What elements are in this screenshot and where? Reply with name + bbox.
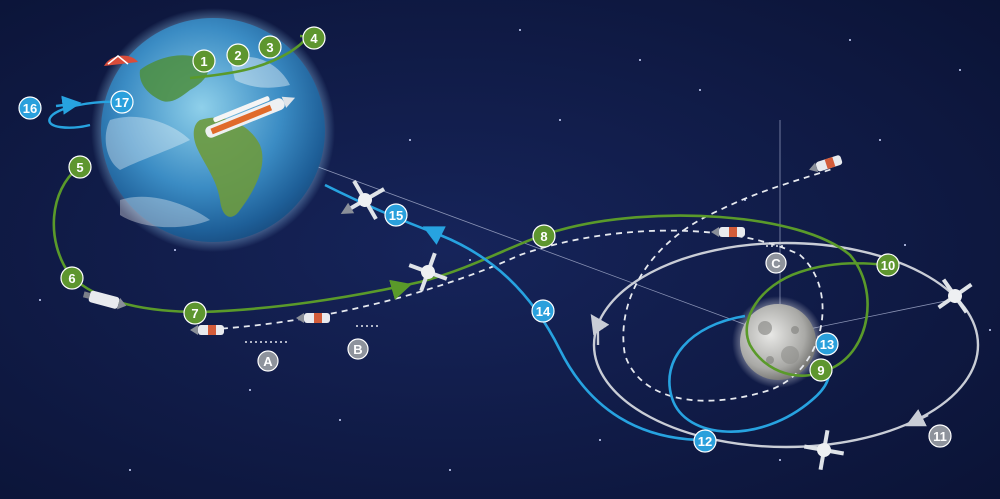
svg-text:5: 5 <box>76 160 83 175</box>
spacecraft-icon <box>340 179 386 221</box>
green-outbound-path <box>52 166 886 377</box>
svg-text:2: 2 <box>234 48 241 63</box>
step-marker-15: 15 <box>384 203 408 227</box>
spacecraft-icon <box>190 325 224 335</box>
spacecraft-icon <box>82 290 127 310</box>
spacecraft-icon <box>408 252 448 292</box>
svg-text:17: 17 <box>115 95 129 110</box>
step-marker-4: 4 <box>302 26 326 50</box>
lunar-orbit-path <box>592 241 980 449</box>
step-marker-9: 9 <box>809 358 833 382</box>
step-marker-8: 8 <box>532 224 556 248</box>
svg-text:12: 12 <box>698 434 712 449</box>
spacecraft-icon <box>296 313 330 323</box>
step-marker-3: 3 <box>258 35 282 59</box>
step-marker-6: 6 <box>60 266 84 290</box>
svg-text:4: 4 <box>310 31 318 46</box>
step-marker-10: 10 <box>876 253 900 277</box>
blue-reentry-loop <box>48 100 126 129</box>
svg-text:13: 13 <box>820 337 834 352</box>
svg-text:14: 14 <box>536 304 551 319</box>
step-marker-13: 13 <box>815 332 839 356</box>
svg-text:8: 8 <box>540 229 547 244</box>
event-tick-marks <box>245 245 786 343</box>
blue-lunar-loop-path <box>668 314 831 433</box>
svg-text:15: 15 <box>389 208 403 223</box>
svg-text:11: 11 <box>933 429 947 444</box>
step-marker-14: 14 <box>531 299 555 323</box>
step-marker-17: 17 <box>110 90 134 114</box>
step-marker-11: 11 <box>928 424 952 448</box>
svg-text:6: 6 <box>68 271 75 286</box>
blue-reentry-arrow <box>55 95 82 115</box>
blue-path-arrow <box>422 226 446 245</box>
svg-text:9: 9 <box>817 363 824 378</box>
step-marker-7: 7 <box>183 301 207 325</box>
spacecraft-icon <box>937 278 973 314</box>
svg-text:3: 3 <box>266 40 273 55</box>
spacecraft-icon <box>809 155 843 173</box>
point-marker-c: C <box>765 252 787 274</box>
parachute-icon <box>104 55 138 66</box>
svg-text:16: 16 <box>23 101 37 116</box>
spacecraft-icon <box>803 429 845 471</box>
svg-text:7: 7 <box>191 306 198 321</box>
point-marker-a: A <box>257 350 279 372</box>
step-marker-16: 16 <box>18 96 42 120</box>
svg-text:C: C <box>771 256 781 271</box>
point-marker-b: B <box>347 338 369 360</box>
dashed-trajectory <box>199 167 836 402</box>
svg-text:1: 1 <box>200 54 207 69</box>
step-marker-1: 1 <box>192 49 216 73</box>
lunar-orbit-arrow-lower <box>905 409 929 427</box>
green-path-arrow <box>389 279 412 300</box>
earth-moon-guide-line <box>244 139 761 331</box>
svg-text:B: B <box>353 342 362 357</box>
moon-icon <box>740 304 816 380</box>
step-marker-2: 2 <box>226 43 250 67</box>
svg-text:10: 10 <box>881 258 895 273</box>
stars <box>39 29 991 471</box>
rocket-icon <box>205 96 296 138</box>
step-marker-5: 5 <box>68 155 92 179</box>
spacecraft-icon <box>711 227 745 237</box>
lunar-orbit-arrow <box>590 314 610 346</box>
step-marker-12: 12 <box>693 429 717 453</box>
svg-text:A: A <box>263 354 273 369</box>
